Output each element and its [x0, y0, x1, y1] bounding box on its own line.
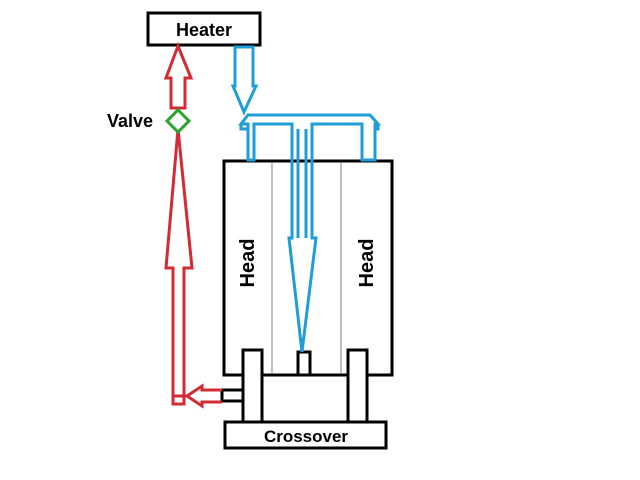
- heater-label: Heater: [176, 20, 232, 40]
- head-left-label: Head: [237, 239, 259, 288]
- crossover-node: Crossover: [220, 348, 388, 450]
- head-right-label: Head: [356, 239, 378, 288]
- valve-label: Valve: [107, 111, 153, 131]
- crossover-label: Crossover: [264, 427, 348, 446]
- cool-supply-line: [230, 45, 382, 353]
- outlet-nozzle: [220, 388, 245, 403]
- hot-line-from-outlet: [184, 383, 222, 409]
- valve-diamond[interactable]: [164, 107, 192, 135]
- cool-arrow-from-heater: [230, 45, 259, 116]
- crossover-box: [223, 420, 388, 450]
- crossover-post-left: [241, 348, 264, 424]
- cool-manifold-inner-right: [375, 124, 380, 131]
- heater-node: Heater: [146, 11, 262, 47]
- crossover-post-center: [296, 350, 312, 377]
- hot-return-line: [163, 41, 222, 409]
- heater-box: [146, 11, 262, 47]
- hot-line-riser: [164, 128, 194, 406]
- hot-arrow-to-heater: [163, 41, 194, 110]
- crossover-post-right: [346, 348, 369, 424]
- cool-center-channel: [296, 129, 308, 238]
- cool-manifold-inner-left: [239, 124, 248, 131]
- engine-block: Head Head: [222, 159, 394, 377]
